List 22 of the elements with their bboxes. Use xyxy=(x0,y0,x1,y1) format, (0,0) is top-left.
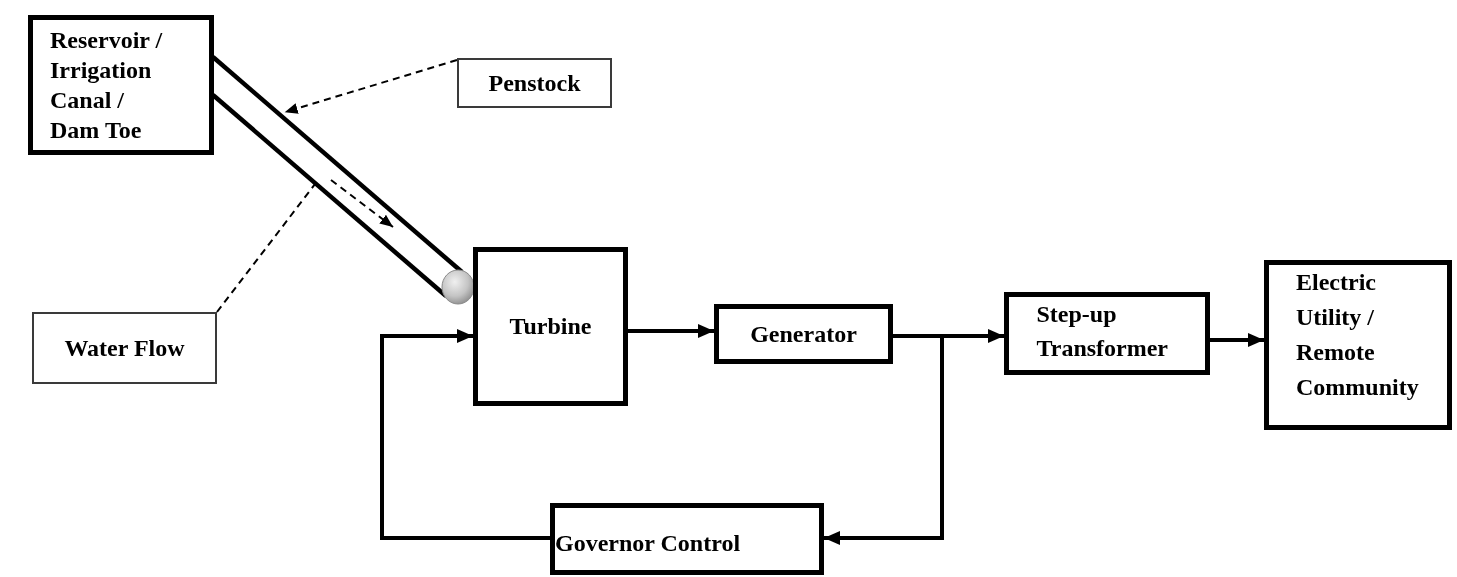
callout-label: Penstock xyxy=(488,69,581,97)
process-box xyxy=(1264,260,1452,430)
box-label: Generator xyxy=(750,320,857,349)
leader-arrow xyxy=(283,59,458,114)
connector-arrow xyxy=(824,334,944,545)
box-label: Electric Utility / Remote Community xyxy=(1296,268,1420,402)
box-label: Turbine xyxy=(509,311,592,341)
box-label: Governor Control xyxy=(555,529,741,558)
process-box xyxy=(473,247,628,406)
box-label: Step-up Transformer xyxy=(1036,300,1169,363)
box-label: Reservoir / Irrigation Canal / Dam Toe xyxy=(50,26,164,145)
connector-arrow xyxy=(380,329,550,540)
process-box xyxy=(1004,292,1210,375)
leader-line xyxy=(216,182,317,313)
connector-arrow xyxy=(1210,333,1264,347)
callout-box xyxy=(457,58,612,108)
source-box xyxy=(28,15,214,155)
callout-box xyxy=(32,312,217,384)
process-box xyxy=(550,503,824,575)
callout-label: Water Flow xyxy=(64,334,185,362)
connector-arrow xyxy=(628,324,714,338)
process-box xyxy=(714,304,893,364)
